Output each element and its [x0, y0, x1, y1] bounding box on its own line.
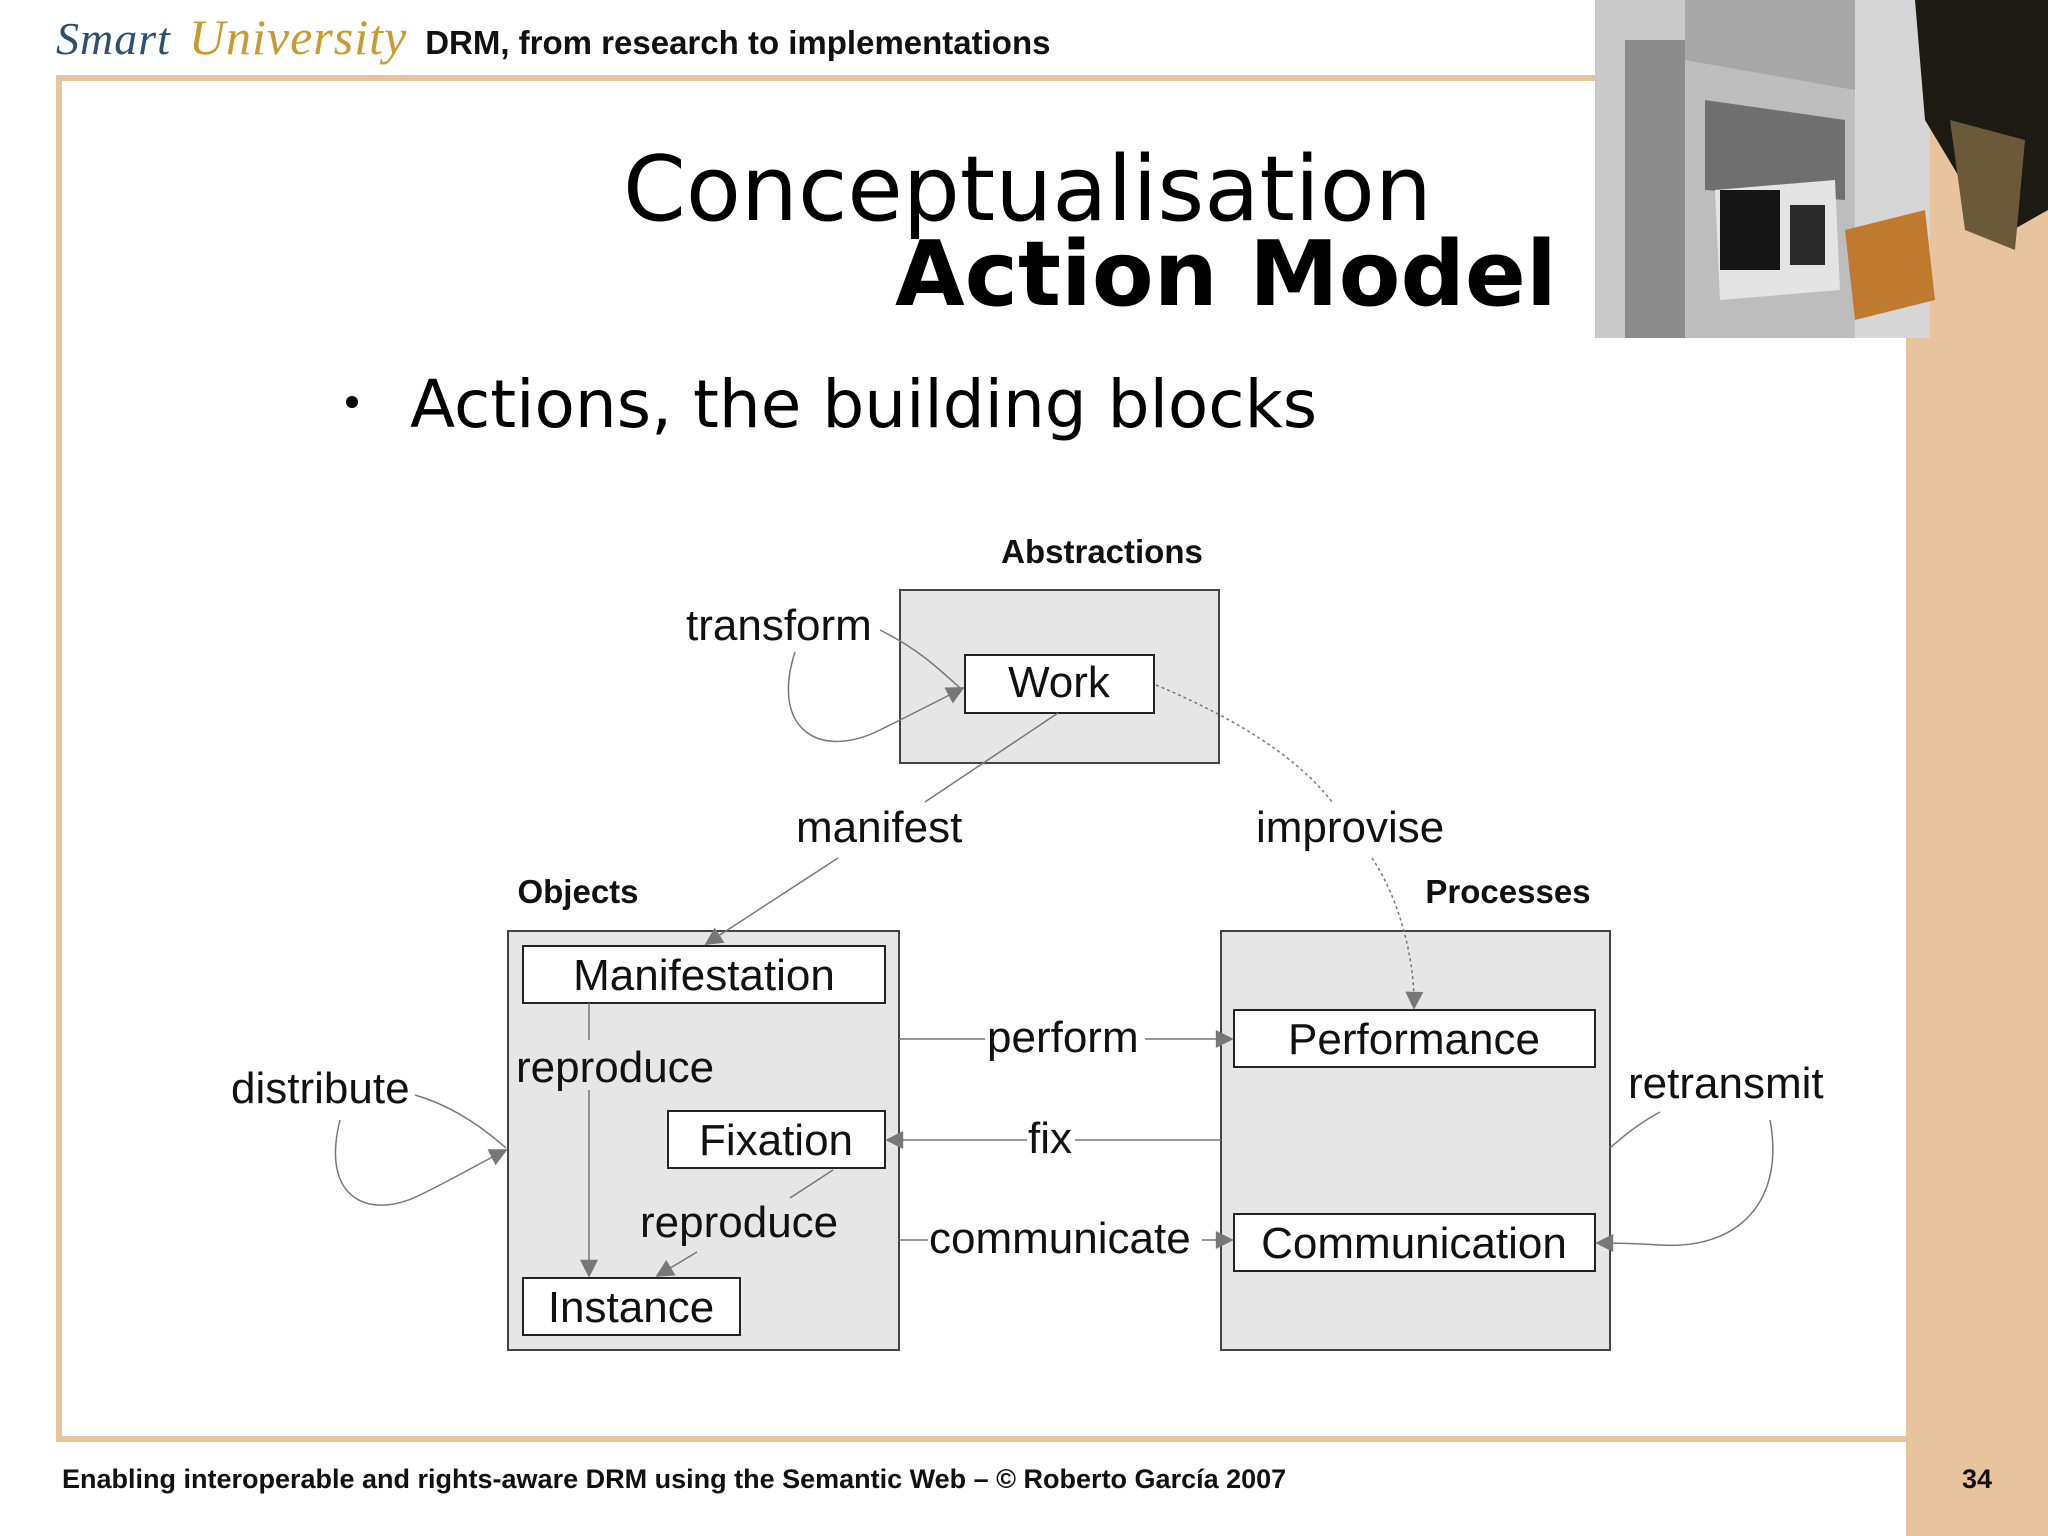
transform-arrow: [879, 629, 961, 689]
retransmit-action-label: retransmit: [1628, 1059, 1824, 1108]
footer-text: Enabling interoperable and rights-aware …: [62, 1464, 1287, 1494]
bullet-icon: [346, 396, 358, 408]
communicate-action-label: communicate: [929, 1214, 1191, 1263]
bullet-text: Actions, the building blocks: [410, 366, 1318, 443]
instance-node-box: [522, 1277, 741, 1336]
brand-university-text: University: [188, 9, 408, 65]
retransmit-arrow: [1595, 1119, 1774, 1253]
fixation-node-label: Fixation: [699, 1116, 853, 1165]
performance-node-label: Performance: [1288, 1015, 1540, 1064]
work-node-label: Work: [1008, 658, 1111, 707]
improvise-arrow: [1371, 857, 1424, 1010]
manifestation-node-label: Manifestation: [573, 951, 835, 1000]
fixation-node-box: [667, 1110, 886, 1169]
brand-header: Smart University DRM, from research to i…: [56, 8, 1050, 68]
processes-group-label: Processes: [1425, 873, 1590, 910]
manifest-action-label: manifest: [796, 803, 962, 852]
transform-loop-arrow: [787, 651, 965, 743]
processes-group-box: [1220, 930, 1611, 1351]
distribute-action-label: distribute: [231, 1064, 410, 1113]
header-photo: [1595, 0, 2048, 338]
page-number: 34: [1962, 1464, 1993, 1494]
retransmit-line: [1609, 1111, 1661, 1149]
slide-title-line2: Action Model: [895, 222, 1557, 327]
manifestation-node-box: [522, 945, 886, 1004]
improvise-action-label: improvise: [1256, 803, 1444, 852]
reproduce-2-arrow: [655, 1251, 698, 1277]
slide-title-line1: Conceptualisation: [623, 137, 1432, 242]
brand-smart-text: Smart: [56, 13, 171, 64]
header-subtitle: DRM, from research to implementations: [425, 24, 1051, 61]
communication-node-box: [1233, 1213, 1596, 1272]
abstractions-group-label: Abstractions: [1001, 533, 1203, 570]
manifest-arrow: [704, 857, 839, 945]
distribute-arrow: [414, 1094, 507, 1149]
transform-action-label: transform: [686, 601, 872, 650]
objects-group-label: Objects: [517, 873, 638, 910]
improvise-line-upper: [1155, 684, 1333, 803]
perform-action-label: perform: [987, 1013, 1139, 1062]
fix-action-label: fix: [1028, 1114, 1072, 1163]
slide-frame: [56, 75, 2011, 1442]
performance-node-box: [1233, 1009, 1596, 1068]
reproduce-2-action-label: reproduce: [640, 1198, 838, 1247]
communication-node-label: Communication: [1261, 1219, 1567, 1268]
distribute-loop-arrow: [334, 1119, 508, 1206]
reproduce-2-line: [789, 1169, 834, 1199]
work-node-box: [964, 654, 1155, 714]
reproduce-1-action-label: reproduce: [516, 1043, 714, 1092]
manifest-line-upper: [924, 712, 1059, 803]
instance-node-label: Instance: [548, 1283, 714, 1332]
header-photo-graphic: [1595, 0, 2048, 338]
